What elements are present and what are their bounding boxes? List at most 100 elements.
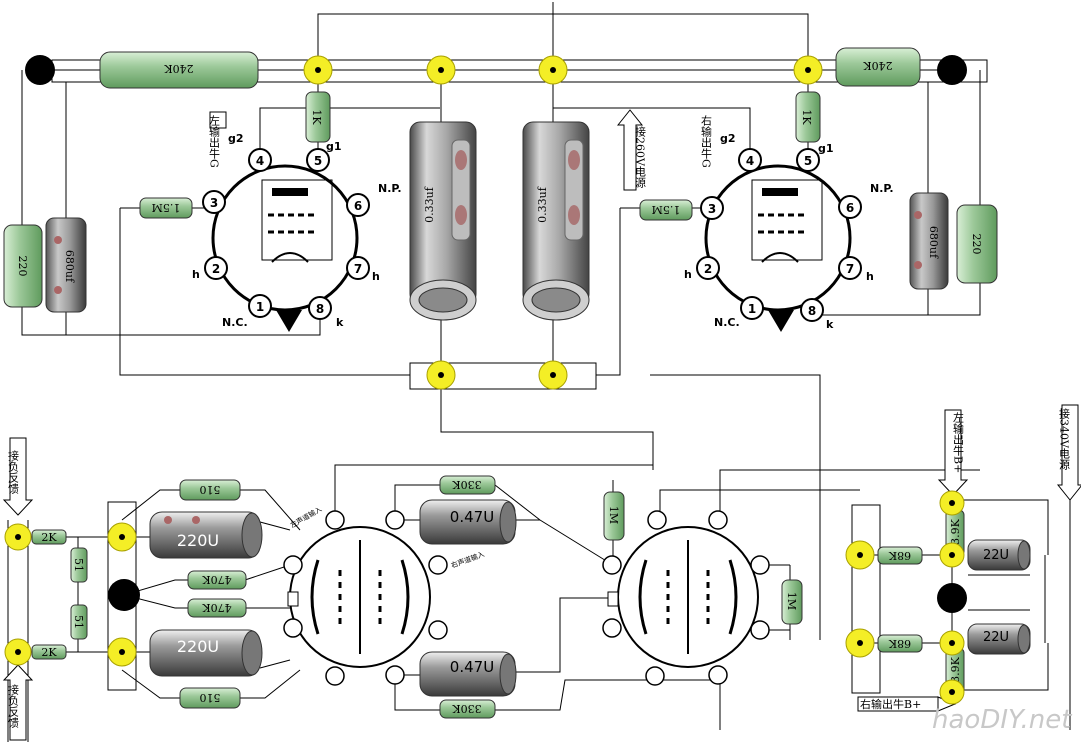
svg-text:3: 3 <box>708 202 716 216</box>
svg-text:22U: 22U <box>983 630 1009 645</box>
svg-text:22U: 22U <box>983 548 1009 563</box>
right-input-label: 右声道输入 <box>450 549 486 569</box>
svg-text:220: 220 <box>16 256 29 277</box>
svg-text:h: h <box>192 268 200 281</box>
capacitor-047u-top: 0.47U <box>419 499 517 545</box>
svg-text:240K: 240K <box>164 62 194 75</box>
svg-text:右输出牛G: 右输出牛G <box>700 114 713 168</box>
svg-text:8: 8 <box>808 304 816 318</box>
resistor-68k-top: 68K <box>877 546 923 565</box>
svg-text:680uf: 680uf <box>63 250 76 283</box>
svg-text:7: 7 <box>846 262 854 276</box>
annotation-left-output-g: 左输出牛G <box>208 111 227 168</box>
resistor-51-top: 51 <box>70 547 88 583</box>
resistor-470k-bottom: 470K <box>187 598 247 618</box>
resistor-510-bottom: 510 <box>179 687 241 709</box>
resistor-510-top: 510 <box>179 479 241 501</box>
svg-text:0.47U: 0.47U <box>450 508 494 526</box>
svg-text:左输出牛B+: 左输出牛B+ <box>952 412 965 474</box>
svg-text:3: 3 <box>210 196 218 210</box>
capacitor-033uf-right: 0.33uf <box>522 121 590 321</box>
resistor-1-5m-right: 1.5M <box>639 199 693 221</box>
svg-text:51: 51 <box>72 558 85 572</box>
svg-text:51: 51 <box>72 615 85 629</box>
svg-text:接340V电源: 接340V电源 <box>1058 408 1071 471</box>
resistor-220-left: 220 <box>3 224 43 308</box>
tube-right-bottom <box>602 510 770 686</box>
svg-text:2K: 2K <box>41 531 57 544</box>
svg-text:1.5M: 1.5M <box>652 203 681 216</box>
capacitor-22u-top: 22U <box>967 539 1031 571</box>
svg-text:4: 4 <box>256 154 264 168</box>
resistor-330k-bottom: 330K <box>439 699 496 719</box>
resistor-2k-bottom: 2K <box>31 644 67 660</box>
tube-left-bottom <box>283 510 448 686</box>
svg-text:5: 5 <box>804 154 812 168</box>
svg-text:g2: g2 <box>720 132 736 145</box>
svg-text:接260V电源: 接260V电源 <box>634 126 647 189</box>
resistor-1m-left: 1M <box>603 491 625 541</box>
resistor-240k-left: 240K <box>99 51 259 89</box>
svg-text:N.P.: N.P. <box>378 182 402 195</box>
svg-text:6: 6 <box>846 201 854 215</box>
svg-text:330K: 330K <box>452 478 482 491</box>
svg-text:N.C.: N.C. <box>222 316 248 329</box>
svg-text:h: h <box>684 268 692 281</box>
left-input-label: 左声道输入 <box>289 504 324 529</box>
svg-text:右输出牛B+: 右输出牛B+ <box>860 697 921 711</box>
svg-text:N.C.: N.C. <box>714 316 740 329</box>
resistor-1-5m-left: 1.5M <box>139 197 193 219</box>
svg-text:5: 5 <box>314 154 322 168</box>
annotation-neg-feedback-bottom: 接负反馈 <box>2 664 34 741</box>
svg-text:7: 7 <box>354 262 362 276</box>
svg-text:右声道输入: 右声道输入 <box>450 549 486 569</box>
resistor-470k-top: 470K <box>187 570 247 590</box>
resistor-330k-top: 330K <box>439 475 496 495</box>
svg-text:330K: 330K <box>452 702 482 715</box>
svg-text:1M: 1M <box>785 592 798 610</box>
svg-text:haoDIY.net: haoDIY.net <box>932 705 1072 735</box>
svg-text:470K: 470K <box>202 573 232 586</box>
svg-text:k: k <box>336 316 344 329</box>
yellow-nodes <box>4 55 965 705</box>
svg-text:680uf: 680uf <box>927 226 940 259</box>
resistor-220-right: 220 <box>956 204 998 284</box>
bottom-wiring <box>7 420 1071 742</box>
svg-text:2K: 2K <box>41 646 57 659</box>
resistor-68k-bottom: 68K <box>877 634 923 653</box>
resistor-1m-right: 1M <box>781 579 803 625</box>
capacitor-220u-bottom: 220U <box>149 629 263 677</box>
svg-text:g2: g2 <box>228 132 244 145</box>
svg-text:1M: 1M <box>607 506 620 524</box>
resistor-1k-left: 1K <box>305 91 331 143</box>
svg-text:g1: g1 <box>326 140 342 153</box>
svg-text:68K: 68K <box>888 637 911 650</box>
annotation-340v: 接340V电源 <box>1056 404 1081 501</box>
capacitor-680uf-right: 680uf <box>909 192 949 290</box>
svg-text:1K: 1K <box>800 109 813 125</box>
svg-text:左声道输入: 左声道输入 <box>289 504 324 529</box>
capacitor-220u-top: 220U <box>149 511 263 559</box>
annotation-left-output-bplus: 左输出牛B+ <box>937 409 969 496</box>
svg-text:68K: 68K <box>888 549 911 562</box>
svg-text:接负反馈: 接负反馈 <box>7 684 20 729</box>
svg-text:1.5M: 1.5M <box>152 201 181 214</box>
tube-right-top: 5 4 3 6 2 7 1 8 g2 g1 N.P. h h N.C. k <box>684 132 894 332</box>
svg-text:510: 510 <box>200 483 221 496</box>
watermark: haoDIY.net <box>932 705 1072 735</box>
capacitor-047u-bottom: 0.47U <box>419 651 517 697</box>
svg-text:h: h <box>866 270 874 283</box>
tube-left-top: 5 4 3 6 2 7 1 8 g2 g1 N.P. h h N.C. k <box>192 132 402 332</box>
resistor-51-bottom: 51 <box>70 604 88 640</box>
svg-text:8: 8 <box>316 302 324 316</box>
annotation-neg-feedback-top: 接负反馈 <box>2 437 34 516</box>
svg-text:0.33uf: 0.33uf <box>423 186 436 223</box>
annotation-right-output-bplus: 右输出牛B+ <box>857 696 957 712</box>
svg-text:1: 1 <box>748 302 756 316</box>
annotation-right-output-g: 右输出牛G <box>700 114 713 168</box>
svg-text:2: 2 <box>704 262 712 276</box>
resistor-240k-right: 240K <box>835 47 921 87</box>
black-nodes <box>25 55 967 613</box>
